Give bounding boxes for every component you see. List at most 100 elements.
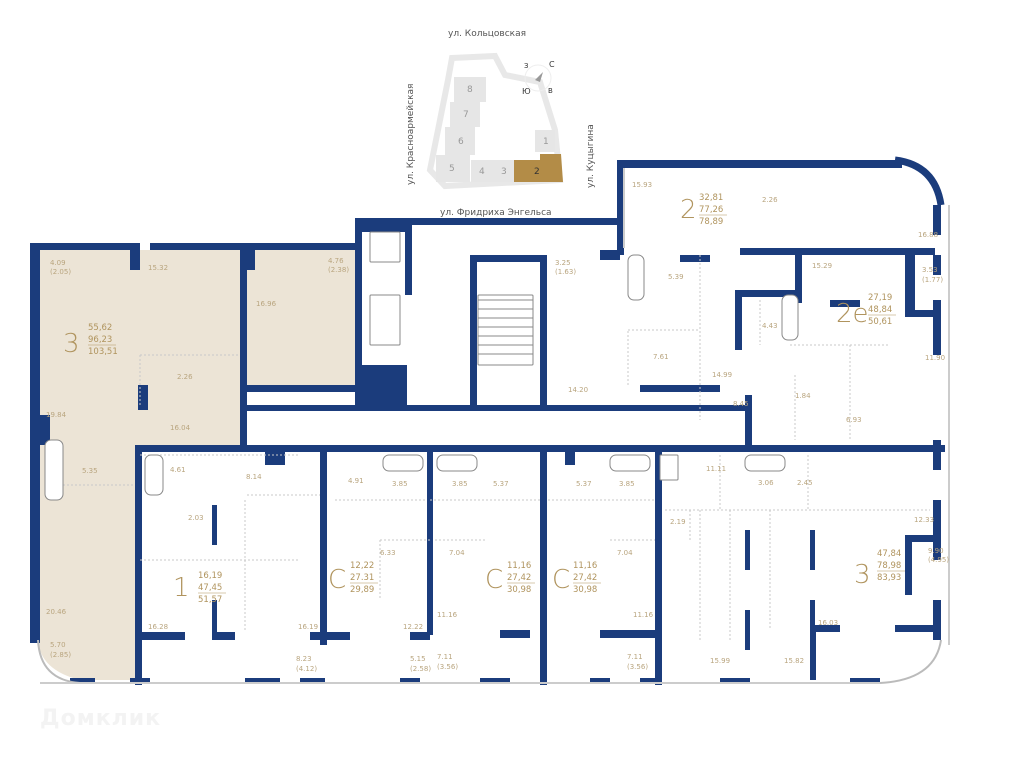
apartment-area: 27,42 — [507, 573, 531, 583]
room-area: 11.11 — [706, 465, 726, 473]
wall — [215, 632, 235, 640]
wall — [617, 160, 902, 168]
apartment-area: 103,51 — [88, 347, 118, 357]
wall — [500, 630, 530, 638]
wall — [362, 365, 407, 405]
room-area: 7.04 — [449, 549, 465, 557]
apartment-area: 48,84 — [868, 305, 892, 315]
wall — [410, 632, 430, 640]
room-area: 7.11 — [627, 653, 643, 661]
room-area: 6.93 — [846, 416, 862, 424]
apartment-area: 11,16 — [573, 561, 597, 571]
section-label-1: 1 — [543, 137, 549, 147]
apartment-area: 32,81 — [699, 193, 723, 203]
labels: 355,6296,23103,514.09(2.05)15.324.76(2.3… — [46, 181, 949, 673]
compass-icon: С Ю В З — [522, 60, 555, 96]
section-7 — [450, 102, 480, 127]
room-area: 3.85 — [392, 480, 408, 488]
wall — [933, 300, 941, 355]
room-area: 5.37 — [576, 480, 592, 488]
wall — [480, 678, 510, 684]
room-area: 15.99 — [710, 657, 730, 665]
room-area: (4.12) — [296, 665, 317, 673]
wall — [212, 505, 217, 545]
domclick-watermark: Домклик — [40, 706, 162, 731]
section-label-3: 3 — [501, 167, 507, 177]
room-area: 14.99 — [712, 371, 732, 379]
room-area: 7.61 — [653, 353, 669, 361]
apartment-area: 11,16 — [507, 561, 531, 571]
bathtub-icon — [609, 454, 651, 472]
bathtub-icon — [781, 294, 799, 341]
room-area: 5.70 — [50, 641, 66, 649]
section-label-6: 6 — [458, 137, 464, 147]
apartment-area: 77,26 — [699, 205, 723, 215]
room-area: 20.46 — [46, 608, 67, 616]
room-area: 15.93 — [632, 181, 652, 189]
room-area: 15.82 — [784, 657, 804, 665]
wall — [735, 290, 795, 297]
wall — [590, 678, 610, 684]
elevator-icon — [369, 294, 401, 346]
wall — [905, 310, 940, 317]
room-area: 5.37 — [493, 480, 509, 488]
room-area: 1.84 — [795, 392, 811, 400]
shower-icon — [659, 454, 679, 481]
room-area: 4.91 — [348, 477, 364, 485]
street-south: ул. Фридриха Энгельса — [440, 208, 552, 218]
wall — [240, 250, 247, 445]
apartment-area: 47,45 — [198, 583, 222, 593]
wall — [740, 248, 935, 255]
wall — [895, 625, 935, 632]
room-area: 11.16 — [633, 611, 654, 619]
wall — [212, 600, 217, 640]
apartment-area: 55,62 — [88, 323, 112, 333]
wall — [400, 678, 420, 684]
room-area: 15.29 — [812, 262, 832, 270]
wall — [240, 405, 750, 411]
bathtub-icon — [144, 454, 164, 496]
wall — [130, 678, 150, 684]
apartment-area: 51,57 — [198, 595, 222, 605]
section-2-selected — [514, 154, 563, 182]
compass-north: С — [549, 60, 555, 69]
room-area: 4.61 — [170, 466, 186, 474]
wall — [150, 243, 250, 250]
wall — [265, 445, 285, 465]
apartment-area: 50,61 — [868, 317, 892, 327]
room-area: (2.85) — [50, 651, 71, 659]
wall — [245, 250, 255, 270]
site-plan-inset: 8 7 6 5 4 3 1 2 ул. Кольцовская ул. Фрид… — [406, 29, 596, 218]
apartment-area: 27,19 — [868, 293, 892, 303]
wall — [360, 225, 410, 232]
wall — [680, 255, 710, 262]
apartment-type: 2е — [836, 299, 869, 329]
apartment-type: 3 — [854, 560, 871, 590]
room-area: 3.25 — [555, 259, 571, 267]
wall — [320, 445, 327, 645]
corner-top-right — [894, 156, 945, 206]
wall — [905, 255, 915, 315]
room-area: 19.84 — [46, 411, 67, 419]
apartment-type: 3 — [63, 329, 80, 359]
room-area: 12.33 — [914, 516, 934, 524]
street-west: ул. Красноармейская — [406, 84, 416, 185]
apartment-type: С — [552, 565, 570, 595]
wall — [933, 600, 941, 640]
room-area: 16.19 — [298, 623, 318, 631]
wall — [745, 395, 752, 445]
wall — [470, 255, 477, 410]
room-area: 6.33 — [380, 549, 396, 557]
room-area: (2.05) — [50, 268, 71, 276]
wall — [617, 160, 624, 255]
room-area: (3.56) — [627, 663, 648, 671]
wall — [810, 530, 815, 570]
room-area: 8.14 — [246, 473, 262, 481]
room-area: 2.19 — [670, 518, 686, 526]
apartment-area: 27,42 — [573, 573, 597, 583]
highlighted-apartment-fill — [38, 250, 355, 680]
room-area: 4.43 — [762, 322, 778, 330]
room-area: 4.76 — [328, 257, 344, 265]
wall — [795, 248, 802, 303]
